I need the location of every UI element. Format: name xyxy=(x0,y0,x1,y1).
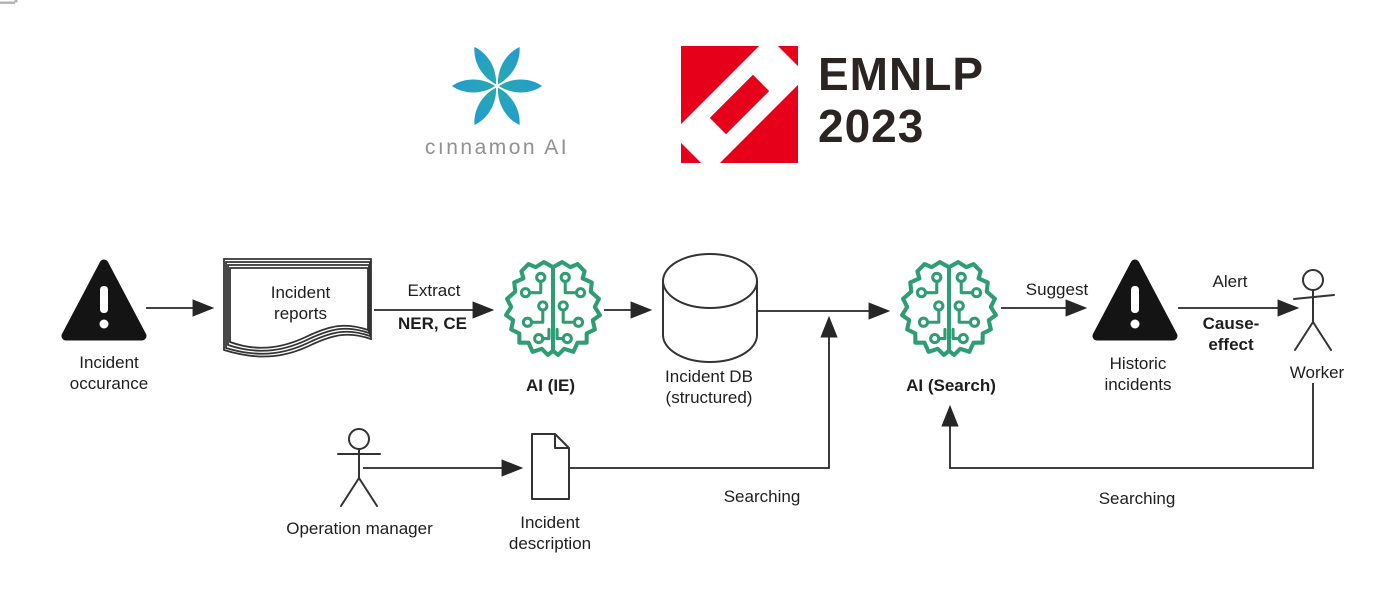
label-historic-incidents: Historic incidents xyxy=(1104,354,1172,394)
emnlp-title-line1: EMNLP xyxy=(818,48,984,100)
flower-logo-icon xyxy=(451,46,543,126)
label-alert: Alert xyxy=(1212,272,1248,291)
screenshot-artifact xyxy=(0,0,18,4)
emnlp-title: EMNLP 2023 xyxy=(818,48,1058,152)
arrow-searching-2 xyxy=(941,383,1314,469)
label-incident-occurance: Incident occurance xyxy=(69,353,149,393)
ai-brain-icon xyxy=(506,262,600,355)
emnlp-title-line2: 2023 xyxy=(818,100,925,152)
person-icon xyxy=(1293,269,1335,351)
arrow-searching-1 xyxy=(569,315,838,469)
label-searching-2: Searching xyxy=(1098,489,1176,508)
label-extract: Extract xyxy=(407,281,461,300)
label-incident-db: Incident DB (structured) xyxy=(665,367,753,407)
database-icon xyxy=(662,253,758,363)
label-ner-ce: NER, CE xyxy=(398,314,467,333)
emnlp-logo-icon xyxy=(681,46,798,163)
cinnamon-wordmark: cınnamon AI xyxy=(424,136,570,159)
label-operation-manager: Operation manager xyxy=(286,519,433,538)
document-icon xyxy=(531,433,570,500)
document-stack-icon xyxy=(223,258,372,358)
label-searching-1: Searching xyxy=(723,487,801,506)
label-incident-description: Incident description xyxy=(508,513,592,553)
label-incident-reports: Incident reports xyxy=(270,283,331,323)
label-ai-search: AI (Search) xyxy=(906,376,996,395)
warning-triangle-icon xyxy=(61,259,147,341)
warning-triangle-icon xyxy=(1092,259,1178,341)
ai-brain-icon xyxy=(902,262,996,355)
person-icon xyxy=(337,428,381,507)
label-cause-effect: Cause-effect xyxy=(1202,314,1260,354)
label-suggest: Suggest xyxy=(1025,280,1089,299)
label-ai-ie: AI (IE) xyxy=(525,376,576,395)
label-worker: Worker xyxy=(1289,363,1345,382)
